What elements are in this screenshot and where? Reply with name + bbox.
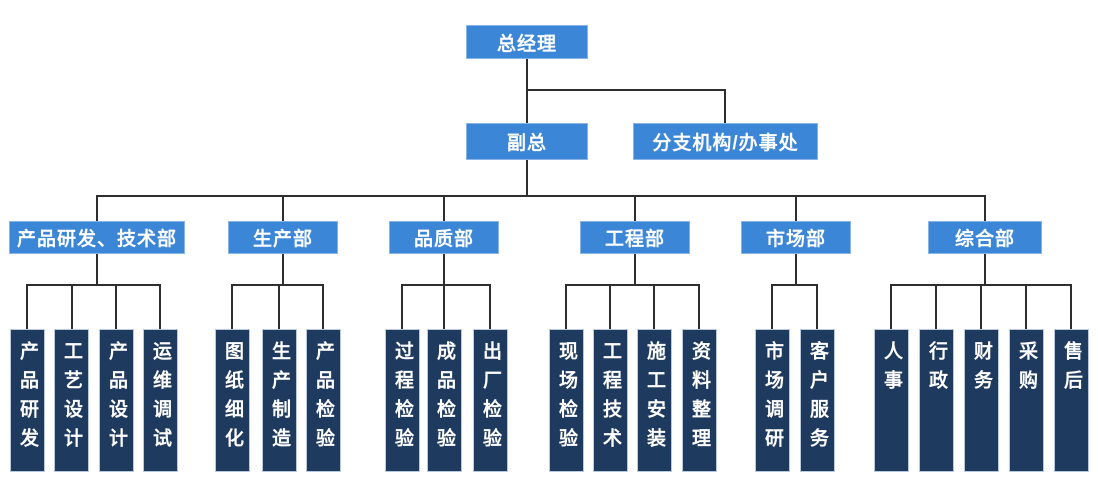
connector-line	[565, 284, 567, 329]
leaf-product-inspection: 产品检验	[306, 329, 341, 472]
connector-line	[609, 284, 611, 329]
connector-line	[980, 284, 982, 329]
connector-line	[771, 284, 773, 329]
leaf-label: 工程技术	[600, 341, 621, 457]
connector-line	[159, 284, 161, 329]
connector-line	[489, 284, 491, 329]
node-branch-offices: 分支机构/办事处	[633, 123, 818, 160]
connector-line	[795, 195, 797, 221]
connector-line	[443, 195, 445, 221]
leaf-product-development: 产品研发	[10, 329, 45, 472]
connector-line	[282, 195, 284, 221]
leaf-market-research: 市场调研	[755, 329, 790, 472]
connector-line	[698, 284, 700, 329]
connector-line	[322, 284, 324, 329]
leaf-label: 资料整理	[689, 341, 710, 457]
leaf-label: 产品检验	[313, 341, 334, 457]
leaf-construction-installation: 施工安装	[637, 329, 672, 472]
leaf-engineering-technology: 工程技术	[593, 329, 628, 472]
connector-line	[26, 284, 161, 286]
connector-line	[984, 195, 986, 221]
leaf-manufacturing: 生产制造	[262, 329, 297, 472]
leaf-procurement: 采购	[1009, 329, 1044, 472]
node-deputy-general-manager: 副总	[466, 123, 588, 160]
node-dept-engineering: 工程部	[580, 221, 690, 254]
connector-line	[401, 284, 491, 286]
leaf-label: 过程检验	[392, 341, 413, 457]
leaf-label: 行政	[926, 341, 947, 399]
connector-line	[96, 195, 98, 221]
leaf-customer-service: 客户服务	[800, 329, 835, 472]
connector-line	[795, 254, 797, 284]
leaf-label: 采购	[1016, 341, 1037, 399]
leaf-human-resources: 人事	[874, 329, 909, 472]
connector-line	[278, 284, 280, 329]
node-general-manager: 总经理	[466, 25, 588, 59]
leaf-administration: 行政	[919, 329, 954, 472]
connector-line	[1025, 284, 1027, 329]
leaf-label: 施工安装	[644, 341, 665, 457]
connector-line	[890, 284, 892, 329]
connector-line	[526, 160, 528, 196]
connector-line	[1070, 284, 1072, 329]
leaf-product-design: 产品设计	[99, 329, 134, 472]
leaf-drawing-refinement: 图纸细化	[215, 329, 250, 472]
connector-line	[653, 284, 655, 329]
connector-line	[984, 254, 986, 284]
connector-line	[526, 59, 528, 123]
leaf-label: 生产制造	[269, 341, 290, 457]
connector-line	[443, 254, 445, 284]
leaf-process-inspection: 过程检验	[385, 329, 420, 472]
leaf-label: 出厂检验	[480, 341, 501, 457]
connector-line	[401, 284, 403, 329]
node-dept-production: 生产部	[228, 221, 338, 254]
node-dept-marketing: 市场部	[741, 221, 851, 254]
leaf-label: 市场调研	[762, 341, 783, 457]
connector-line	[96, 195, 986, 197]
connector-line	[565, 284, 700, 286]
leaf-label: 工艺设计	[61, 341, 82, 457]
leaf-site-inspection: 现场检验	[549, 329, 584, 472]
connector-line	[231, 284, 324, 286]
leaf-label: 现场检验	[556, 341, 577, 457]
leaf-documentation: 资料整理	[682, 329, 717, 472]
connector-line	[634, 195, 636, 221]
connector-line	[724, 89, 726, 123]
connector-line	[26, 284, 28, 329]
leaf-label: 产品研发	[17, 341, 38, 457]
connector-line	[526, 89, 726, 91]
connector-line	[282, 254, 284, 284]
leaf-finance: 财务	[964, 329, 999, 472]
connector-line	[231, 284, 233, 329]
connector-line	[96, 254, 98, 284]
leaf-label: 人事	[881, 341, 902, 399]
leaf-label: 客户服务	[807, 341, 828, 457]
leaf-outgoing-inspection: 出厂检验	[473, 329, 508, 472]
node-dept-rd-tech: 产品研发、技术部	[9, 221, 185, 254]
connector-line	[71, 284, 73, 329]
leaf-label: 产品设计	[106, 341, 127, 457]
connector-line	[115, 284, 117, 329]
connector-line	[634, 254, 636, 284]
connector-line	[771, 284, 818, 286]
connector-line	[935, 284, 937, 329]
leaf-label: 成品检验	[434, 341, 455, 457]
leaf-label: 售后	[1061, 341, 1082, 399]
leaf-label: 财务	[971, 341, 992, 399]
connector-line	[816, 284, 818, 329]
leaf-label: 运维调试	[150, 341, 171, 457]
leaf-process-design: 工艺设计	[54, 329, 89, 472]
leaf-om-debugging: 运维调试	[143, 329, 178, 472]
leaf-finished-goods-inspection: 成品检验	[427, 329, 462, 472]
leaf-label: 图纸细化	[222, 341, 243, 457]
node-dept-quality: 品质部	[389, 221, 499, 254]
node-dept-general-affairs: 综合部	[928, 221, 1042, 254]
leaf-after-sales: 售后	[1054, 329, 1089, 472]
connector-line	[443, 284, 445, 329]
